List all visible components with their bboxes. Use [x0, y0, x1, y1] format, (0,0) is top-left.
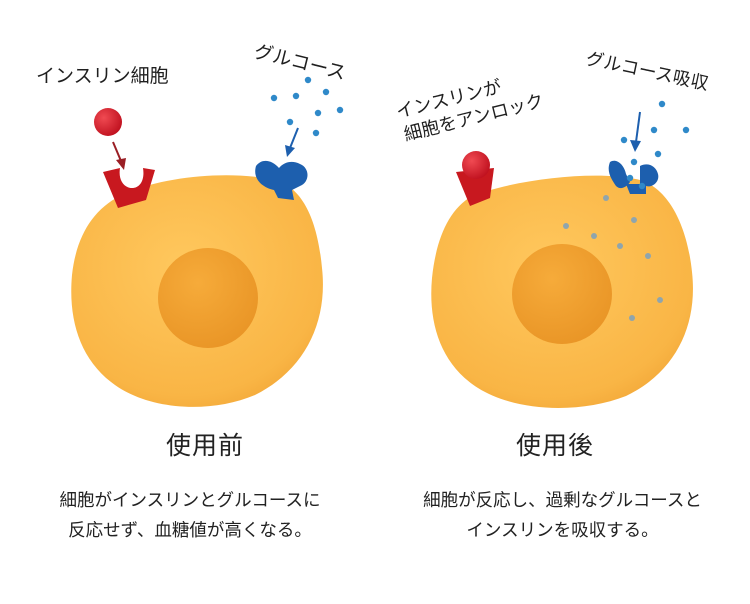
- before-panel: [71, 76, 344, 407]
- before-insulin-arrow: [112, 141, 126, 170]
- after-glucose-dots: [620, 100, 690, 190]
- before-insulin-molecule: [94, 108, 122, 136]
- after-panel: [431, 100, 693, 408]
- before-description-line1: 細胞がインスリンとグルコースに: [59, 491, 321, 511]
- after-absorb-label: グルコース吸収: [584, 48, 710, 94]
- after-insulin-molecule: [462, 151, 490, 179]
- after-description-line2: インスリンを吸収する。: [466, 521, 659, 541]
- before-glucose-arrow: [285, 127, 299, 157]
- before-glucose-receptor: [255, 160, 308, 200]
- before-insulin-label: インスリン細胞: [36, 65, 169, 87]
- before-nucleus: [158, 248, 258, 348]
- before-glucose-dots: [270, 76, 344, 137]
- before-description-line2: 反応せず、血糖値が高くなる。: [68, 521, 312, 541]
- after-title: 使用後: [515, 431, 594, 460]
- after-insulin-receptor: [456, 168, 494, 206]
- after-glucose-arrow: [630, 111, 641, 152]
- after-nucleus: [512, 244, 612, 344]
- after-description-line1: 細胞が反応し、過剰なグルコースと: [423, 491, 702, 511]
- before-glucose-label: グルコース: [252, 41, 348, 85]
- after-description: 細胞が反応し、過剰なグルコースと インスリンを吸収する。: [385, 486, 740, 546]
- after-absorbed-glucose-dots: [563, 195, 663, 321]
- after-glucose-receptor: [608, 160, 659, 194]
- before-title: 使用前: [165, 431, 244, 460]
- before-insulin-receptor: [103, 168, 155, 208]
- before-description: 細胞がインスリンとグルコースに 反応せず、血糖値が高くなる。: [20, 486, 360, 546]
